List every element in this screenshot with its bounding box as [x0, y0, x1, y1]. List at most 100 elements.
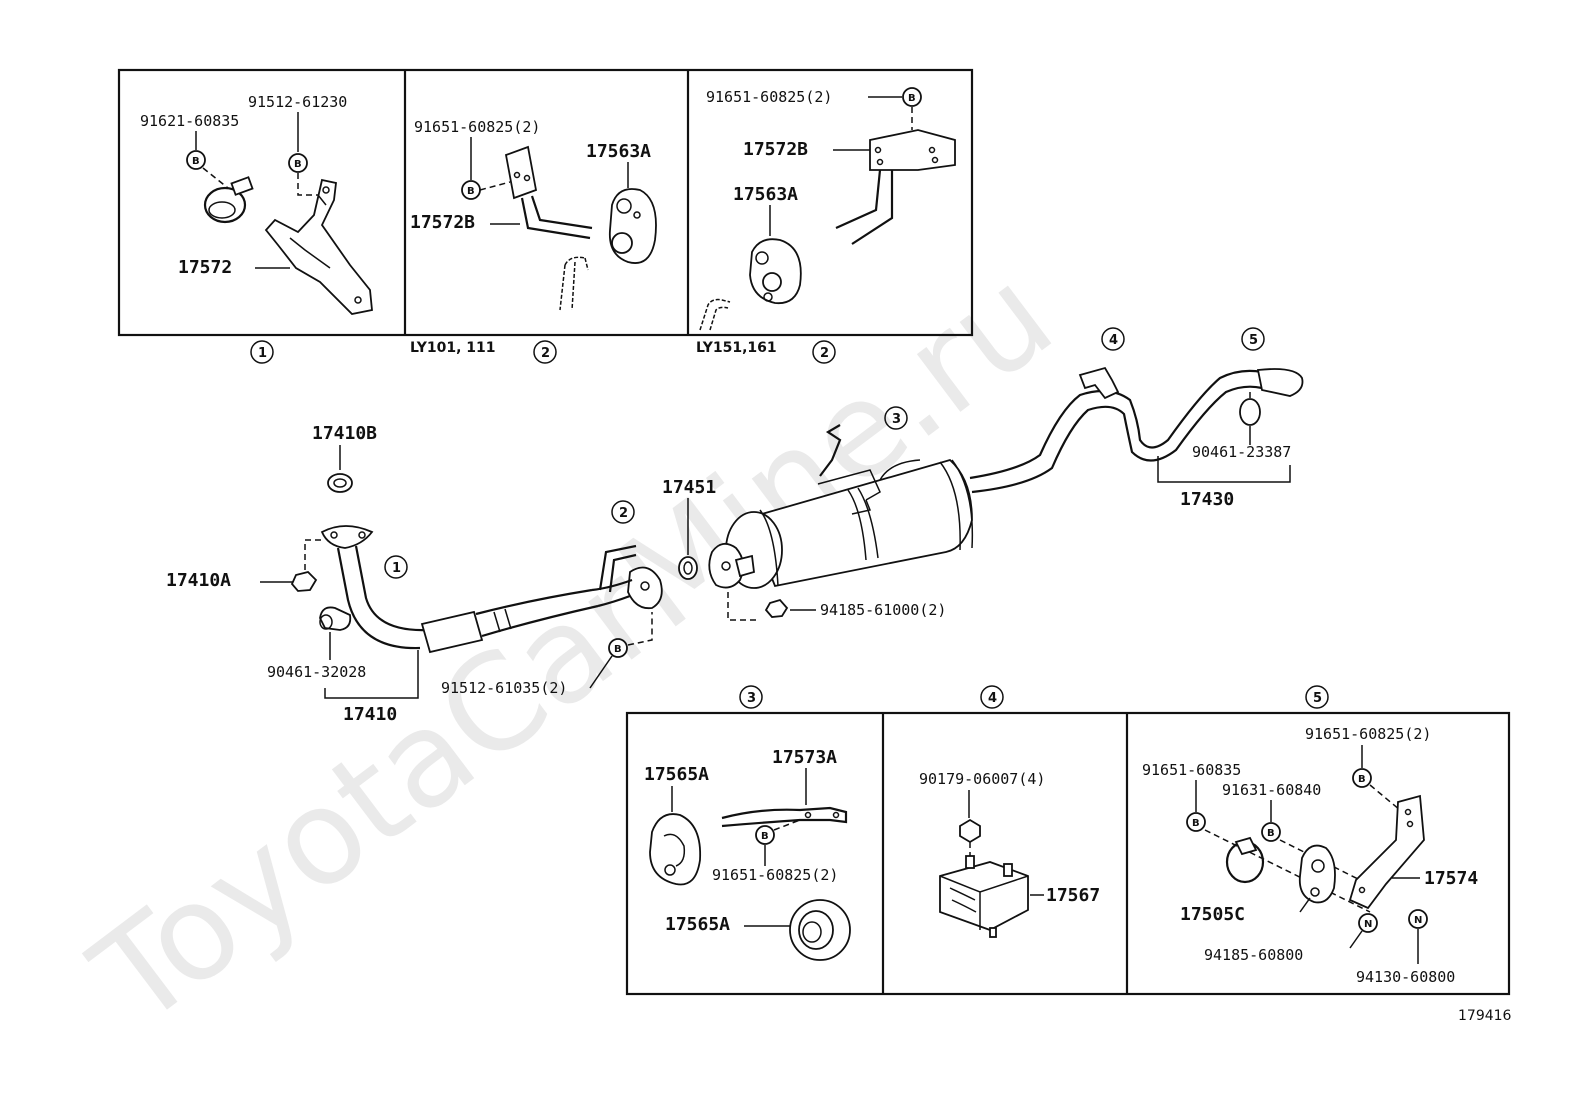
pipe-bracket-icon — [835, 129, 956, 245]
callout-2-circle — [812, 340, 836, 364]
nut-icon — [290, 571, 318, 592]
callout-3-circle — [739, 685, 763, 709]
label-91651-60825-2a: 91651-60825(2) — [414, 118, 540, 136]
label-17563A-2a: 17563A — [586, 141, 651, 162]
label-91621-60835: 91621-60835 — [140, 112, 239, 130]
label-17572B-2b: 17572B — [743, 139, 808, 160]
label-17567: 17567 — [1046, 885, 1100, 906]
exhaust-clamp-icon — [1225, 836, 1265, 884]
label-17572B-2a: 17572B — [410, 212, 475, 233]
sensor-boss-icon — [319, 606, 352, 631]
rubber-mount-icon — [749, 238, 802, 305]
inset-panel-2b: 91651-60825(2) B 17572B 17563A LY151,161… — [696, 87, 956, 364]
main-assembly: 17410B 17410A — [166, 327, 1304, 725]
callout-2-circle — [611, 500, 635, 524]
label-94130-60800: 94130-60800 — [1356, 968, 1455, 986]
label-17430: 17430 — [1180, 489, 1234, 510]
label-17451: 17451 — [662, 477, 716, 498]
label-90179-06007: 90179-06007(4) — [919, 770, 1045, 788]
callout-2-text: 2 — [820, 346, 829, 361]
clamp-icon — [1239, 398, 1261, 426]
callout-5-text: 5 — [1313, 691, 1322, 706]
callout-5-circle — [1305, 685, 1329, 709]
rubber-mount-icon — [789, 899, 851, 961]
label-91512-61230: 91512-61230 — [248, 93, 347, 111]
label-94185-60800: 94185-60800 — [1204, 946, 1303, 964]
diagram-number: 179416 — [1458, 1008, 1512, 1024]
bolt-icon — [288, 153, 308, 173]
inset-panel-3: 17565A 17573A B 91651-60825(2) 17565A — [644, 747, 851, 961]
label-90461-32028: 90461-32028 — [267, 663, 366, 681]
nut-icon — [959, 818, 981, 844]
nut-symbol-text: N — [1364, 919, 1372, 930]
hanger-bracket-icon — [1348, 794, 1425, 910]
bolt-icon — [1186, 812, 1206, 832]
callout-2-circle — [533, 340, 557, 364]
gasket-icon — [678, 556, 698, 580]
label-17573A: 17573A — [772, 747, 837, 768]
label-17565A-bottom: 17565A — [665, 914, 730, 935]
caption-ly151-161: LY151,161 — [696, 340, 777, 356]
hanger-rod-icon — [721, 806, 848, 828]
pipe-bracket-icon — [504, 145, 593, 311]
label-17410: 17410 — [343, 704, 397, 725]
callout-4-text: 4 — [988, 691, 997, 706]
caption-ly101-111: LY101, 111 — [410, 340, 496, 356]
watermark: ToyotaCarMine.ru — [66, 239, 1080, 1057]
bolt-icon — [1352, 768, 1372, 788]
label-91651-60825-p5: 91651-60825(2) — [1305, 725, 1431, 743]
callout-1-circle — [250, 340, 274, 364]
label-94185-61000: 94185-61000(2) — [820, 601, 946, 619]
nut-symbol-icon — [1408, 909, 1428, 929]
label-91512-61035: 91512-61035(2) — [441, 679, 567, 697]
exhaust-clamp-icon — [203, 176, 254, 224]
inset-panel-1: 91621-60835 91512-61230 B B 17572 — [140, 93, 373, 315]
callout-1-circle — [384, 555, 408, 579]
bolt-symbol-text: B — [614, 644, 622, 655]
bolt-icon — [902, 87, 922, 107]
callout-2-text: 2 — [541, 346, 550, 361]
front-exhaust-pipe — [319, 525, 663, 654]
bolt-icon — [608, 638, 628, 658]
bolt-symbol-text: B — [1358, 774, 1366, 785]
inset-panel-5: 91651-60825(2) B 91651-60835 B 91631-608… — [1142, 725, 1478, 986]
bolt-symbol-text: B — [908, 93, 916, 104]
callout-3-circle — [884, 406, 908, 430]
rubber-mount-icon — [1298, 844, 1336, 904]
muffler — [708, 424, 974, 589]
label-91651-60825-p3: 91651-60825(2) — [712, 866, 838, 884]
rubber-mount-icon — [649, 813, 702, 886]
bolt-symbol-text: B — [761, 831, 769, 842]
label-17572: 17572 — [178, 257, 232, 278]
rubber-block-icon — [939, 855, 1029, 938]
label-17505C: 17505C — [1180, 904, 1245, 925]
callout-1-text: 1 — [258, 346, 267, 361]
inset-panel-4: 90179-06007(4) 17567 — [919, 770, 1100, 938]
label-90461-23387: 90461-23387 — [1192, 443, 1291, 461]
label-91651-60835: 91651-60835 — [1142, 761, 1241, 779]
callout-4-circle — [1101, 327, 1125, 351]
label-91631-60840: 91631-60840 — [1222, 781, 1321, 799]
nut-symbol-text: N — [1414, 915, 1422, 926]
top-inset — [117, 68, 974, 337]
callout-4-circle — [980, 685, 1004, 709]
callout-5-circle — [1241, 327, 1265, 351]
inset-panel-2a: 91651-60825(2) B 17563A 17572B LY101, 11… — [410, 118, 657, 364]
gasket-icon — [327, 473, 353, 493]
bolt-symbol-text: B — [294, 159, 302, 170]
label-17563A-2b: 17563A — [733, 184, 798, 205]
callout-2-text: 2 — [619, 506, 628, 521]
label-17410B: 17410B — [312, 423, 377, 444]
tail-pipe — [969, 366, 1304, 494]
nut-icon — [764, 598, 789, 618]
label-91651-60825-2b: 91651-60825(2) — [706, 88, 832, 106]
label-17565A-top: 17565A — [644, 764, 709, 785]
bolt-icon — [755, 825, 775, 845]
bottom-inset — [625, 711, 1511, 996]
nut-symbol-icon — [1358, 913, 1378, 933]
hanger-bracket-icon — [264, 178, 373, 315]
callout-5-text: 5 — [1249, 333, 1258, 348]
callout-1-text: 1 — [392, 561, 401, 576]
bolt-symbol-text: B — [1192, 818, 1200, 829]
